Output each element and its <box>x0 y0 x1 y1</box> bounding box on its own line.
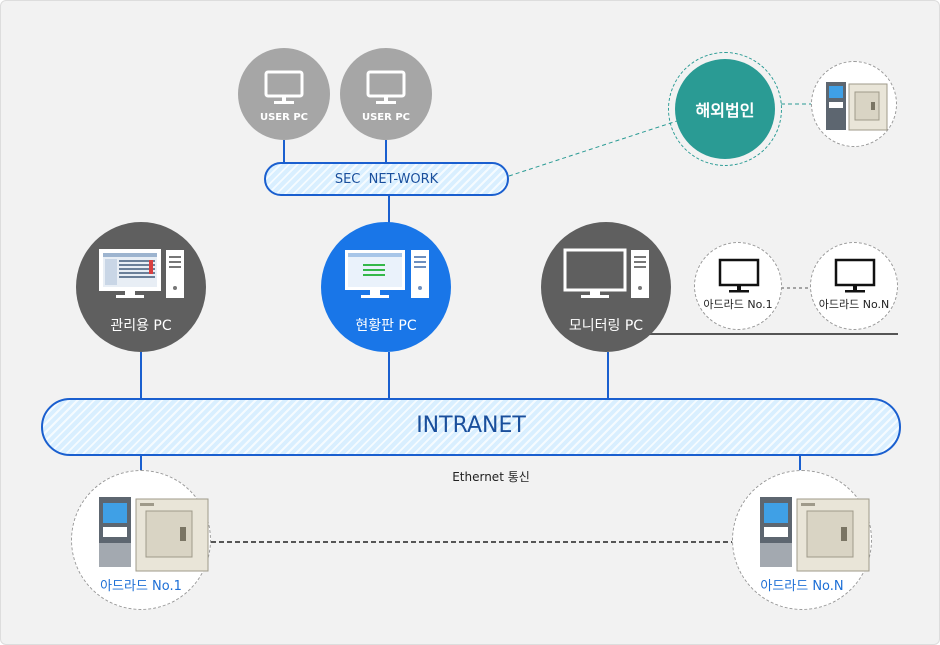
user-pc-1-node[interactable]: USER PC <box>238 48 330 140</box>
monitor-node-n-label: 아드라드 No.N <box>818 298 890 311</box>
monitor-node-1-label: 아드라드 No.1 <box>703 298 773 311</box>
user-pc-1-label: USER PC <box>259 112 308 123</box>
secnet-to-overseas-link <box>508 120 678 177</box>
test-chamber-icon <box>99 497 209 572</box>
status-board-pc-node[interactable]: 현황판 PC <box>321 222 451 352</box>
management-pc-node[interactable]: 관리용 PC <box>76 222 206 352</box>
monitor-icon <box>718 258 760 293</box>
status-board-pc-label: 현황판 PC <box>355 318 417 334</box>
sec-network-label: SEC NET-WORK <box>334 172 439 187</box>
desktop-pc-icon <box>563 248 649 298</box>
monitor-node-n[interactable]: 아드라드 No.N <box>810 242 898 330</box>
monitoring-pc-node[interactable]: 모니터링 PC <box>541 222 671 352</box>
overseas-branch-node[interactable]: 해외법인 <box>675 59 775 159</box>
desktop-pc-icon <box>345 250 429 298</box>
ethernet-label: Ethernet 통신 <box>452 470 530 484</box>
equipment-node-1[interactable]: 아드라드 No.1 <box>71 470 211 610</box>
management-pc-label: 관리용 PC <box>110 318 172 334</box>
user-pc-2-label: USER PC <box>361 112 410 123</box>
overseas-ring <box>668 52 782 166</box>
overseas-equipment-node[interactable] <box>811 61 897 147</box>
monitor-icon <box>264 70 304 104</box>
equipment-node-n[interactable]: 아드라드 No.N <box>732 470 872 610</box>
monitor-node-1[interactable]: 아드라드 No.1 <box>694 242 782 330</box>
test-chamber-icon <box>826 82 888 131</box>
test-chamber-icon <box>760 497 870 572</box>
intranet-bar[interactable]: INTRANET <box>41 398 901 456</box>
sec-network-bar[interactable]: SEC NET-WORK <box>264 162 509 196</box>
monitor-icon <box>366 70 406 104</box>
intranet-label: INTRANET <box>416 413 526 438</box>
desktop-pc-icon <box>99 249 184 298</box>
equipment-n-label: 아드라드 No.N <box>760 579 844 594</box>
monitoring-pc-label: 모니터링 PC <box>568 318 644 334</box>
equipment-1-label: 아드라드 No.1 <box>100 579 182 594</box>
user-pc-2-node[interactable]: USER PC <box>340 48 432 140</box>
monitor-icon <box>834 258 876 293</box>
overseas-branch-label: 해외법인 <box>695 101 755 120</box>
